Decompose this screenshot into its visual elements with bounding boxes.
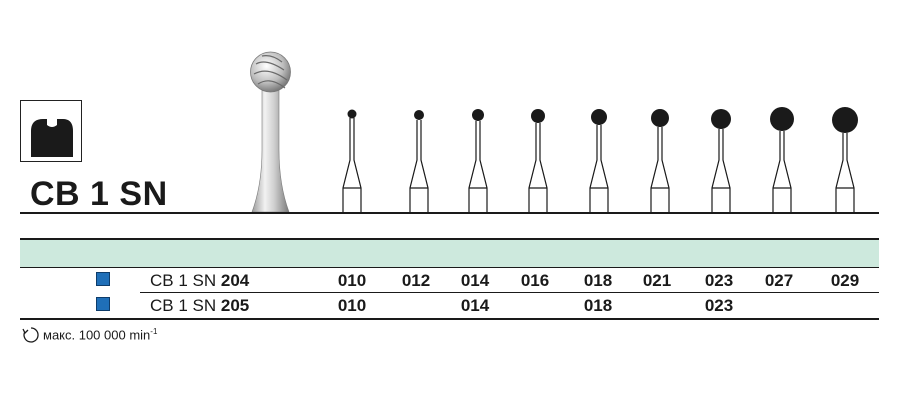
bur-size-012-drawing xyxy=(409,110,429,212)
bur-size-018-drawing xyxy=(589,109,609,212)
bur-size-014-drawing xyxy=(468,109,488,212)
size-cell: 014 xyxy=(460,271,490,290)
header-band xyxy=(20,240,879,267)
bur-size-027-drawing xyxy=(770,107,794,212)
rotation-icon xyxy=(22,327,39,343)
bur-size-021-drawing xyxy=(650,109,670,212)
table-row: CB 1 SN 205 010 014 018 023 xyxy=(0,293,918,317)
row-separator xyxy=(140,292,879,293)
product-title: CB 1 SN xyxy=(30,175,168,213)
header-band-rule xyxy=(20,238,879,240)
illustration-baseline xyxy=(20,212,879,214)
row-label: CB 1 SN 205 xyxy=(150,296,250,315)
bur-size-023-drawing xyxy=(711,109,731,212)
bur-shape-icon xyxy=(31,119,73,157)
size-cell: 010 xyxy=(337,271,367,290)
row-marker-square xyxy=(96,297,110,311)
shape-profile-box xyxy=(20,100,82,162)
size-cell: 012 xyxy=(401,271,431,290)
table-row: CB 1 SN 204 010 012 014 016 018 021 023 … xyxy=(0,268,918,292)
size-cell: 018 xyxy=(583,271,613,290)
size-cell: 023 xyxy=(704,271,734,290)
bur-size-010-drawing xyxy=(342,109,362,212)
row-label: CB 1 SN 204 xyxy=(150,271,250,290)
table-top-rule xyxy=(20,267,879,268)
size-cell: 014 xyxy=(460,296,490,315)
bur-photo xyxy=(250,51,291,213)
row-marker-square xyxy=(96,272,110,286)
table-bottom-rule xyxy=(20,318,879,320)
bur-illustrations xyxy=(250,51,858,213)
size-cell: 023 xyxy=(704,296,734,315)
size-cell: 010 xyxy=(337,296,367,315)
size-cell: 021 xyxy=(642,271,672,290)
max-speed-text: макс. 100 000 min-1 xyxy=(43,327,158,343)
bur-size-016-drawing xyxy=(528,109,548,212)
max-speed-note: макс. 100 000 min-1 xyxy=(22,326,157,344)
size-cell: 018 xyxy=(583,296,613,315)
size-cell: 027 xyxy=(764,271,794,290)
size-cell: 029 xyxy=(830,271,860,290)
size-cell: 016 xyxy=(520,271,550,290)
bur-size-029-drawing xyxy=(832,107,858,212)
